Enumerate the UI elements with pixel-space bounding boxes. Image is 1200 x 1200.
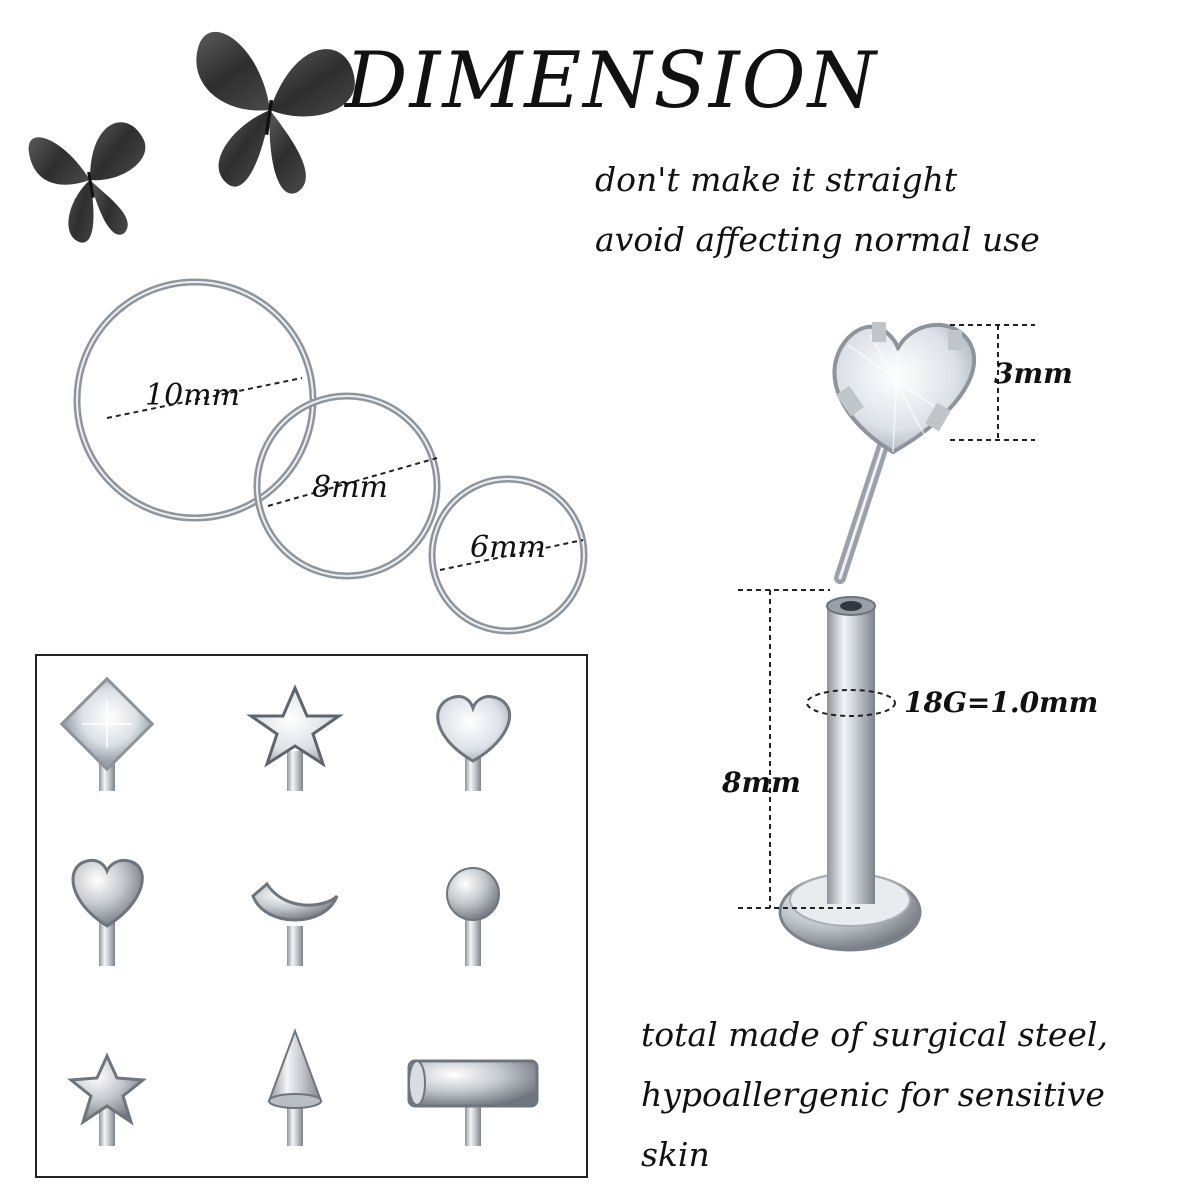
post-length-dimension — [738, 589, 862, 909]
ring-size-label: 10mm — [145, 378, 241, 413]
ring-size-label: 8mm — [312, 470, 388, 505]
note-line: don't make it straight — [595, 160, 958, 199]
post-length-label: 8mm — [722, 766, 801, 799]
ring-size-label: 6mm — [470, 530, 546, 565]
bar-metal-icon — [407, 1059, 539, 1146]
star-gem-icon — [246, 684, 344, 791]
top-size-label: 3mm — [994, 357, 1073, 390]
hoop-ring-6mm — [428, 475, 588, 635]
heart-gem-top — [832, 322, 976, 584]
labret-post — [778, 596, 922, 952]
butterfly-icon — [196, 31, 355, 194]
square-gem-icon — [59, 676, 155, 791]
heart-gem-icon — [436, 695, 512, 791]
gauge-label: 18G=1.0mm — [904, 686, 1099, 719]
heart-size-dimension — [950, 324, 1035, 441]
page-title: DIMENSION — [345, 36, 878, 126]
butterfly-icon — [28, 122, 146, 243]
gauge-dimension — [806, 689, 896, 717]
material-line: total made of surgical steel, — [641, 1015, 1108, 1054]
moon-metal-icon — [251, 881, 339, 966]
tops-grid-frame — [35, 654, 588, 1178]
ball-metal-icon — [446, 867, 500, 966]
tops-grid — [59, 676, 539, 1146]
material-line: hypoallergenic for sensitive — [641, 1075, 1105, 1114]
note-line: avoid affecting normal use — [595, 220, 1040, 259]
hoop-ring-8mm — [253, 392, 441, 580]
heart-metal-icon — [71, 858, 144, 966]
material-line: skin — [641, 1135, 710, 1174]
spike-metal-icon — [267, 1028, 323, 1146]
star-metal-icon — [67, 1052, 147, 1146]
